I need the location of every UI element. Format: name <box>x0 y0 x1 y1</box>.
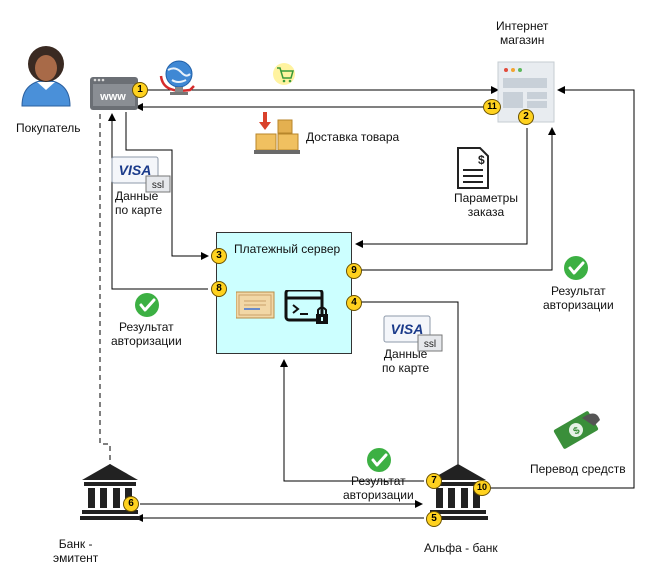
step-badge-8: 8 <box>211 281 227 297</box>
step-badge-6: 6 <box>123 496 139 512</box>
order-document-icon: $ <box>457 147 489 189</box>
buyer-person-icon <box>21 46 71 107</box>
arrow-auth-to-server <box>280 359 424 482</box>
globe-icon <box>159 60 195 95</box>
visa-ssl-card-icon: VISA ssl <box>383 315 443 352</box>
step-badge-1: 1 <box>132 82 148 98</box>
step-badge-11: 11 <box>483 99 501 115</box>
secure-browser-icon <box>284 290 328 324</box>
card-data-label: Данные по карте <box>115 189 163 217</box>
step-badge-5: 5 <box>426 511 442 527</box>
ssl-text: ssl <box>424 339 436 350</box>
browser-www-text: www <box>99 91 126 103</box>
step-badge-3: 3 <box>211 248 227 264</box>
step-badge-7: 7 <box>426 473 442 489</box>
arrow-card-data-to-server <box>125 112 209 260</box>
issuer-bank-label: Банк - эмитент <box>53 537 99 565</box>
svg-text:$: $ <box>572 425 583 438</box>
step-badge-10: 10 <box>473 480 491 496</box>
alfa-bank-label: Альфа - банк <box>424 541 498 555</box>
browser-www-icon: www <box>90 77 138 110</box>
delivery-label: Доставка товара <box>306 130 400 144</box>
delivery-boxes-icon <box>254 112 300 154</box>
certificate-icon <box>236 291 275 319</box>
connections <box>99 86 635 522</box>
card-data-label: Данные по карте <box>382 347 430 375</box>
payment-server-title: Платежный сервер <box>234 242 341 256</box>
arrow-order-params <box>355 128 528 248</box>
arrow-card-data-to-bank <box>358 301 462 475</box>
auth-result-label: Результат авторизации <box>543 284 614 312</box>
visa-ssl-card-icon: VISA ssl <box>111 156 171 193</box>
svg-text:$: $ <box>478 153 485 167</box>
transfer-label: Перевод средств <box>530 462 626 476</box>
shopping-cart-icon <box>273 63 295 85</box>
arrow-auth-to-shop <box>358 127 556 271</box>
auth-result-label: Результат авторизации <box>343 474 414 502</box>
online-shop-label: Интернет магазин <box>496 19 549 47</box>
check-icon <box>365 446 393 474</box>
step-badge-2: 2 <box>518 109 534 125</box>
arrow-transfer-to-shop <box>490 86 635 489</box>
payment-server-icons <box>236 290 328 324</box>
order-params-label: Параметры заказа <box>454 191 518 219</box>
ssl-text: ssl <box>152 180 164 191</box>
step-badge-4: 4 <box>346 295 362 311</box>
auth-result-label: Результат авторизации <box>111 320 182 348</box>
money-transfer-icon: $ <box>553 411 600 449</box>
check-icon <box>562 254 590 282</box>
dashed-buyer-issuer <box>99 114 111 468</box>
step-badge-9: 9 <box>346 263 362 279</box>
buyer-label: Покупатель <box>16 121 81 135</box>
visa-text: VISA <box>119 162 152 178</box>
visa-text: VISA <box>391 321 424 337</box>
check-icon <box>133 291 161 319</box>
